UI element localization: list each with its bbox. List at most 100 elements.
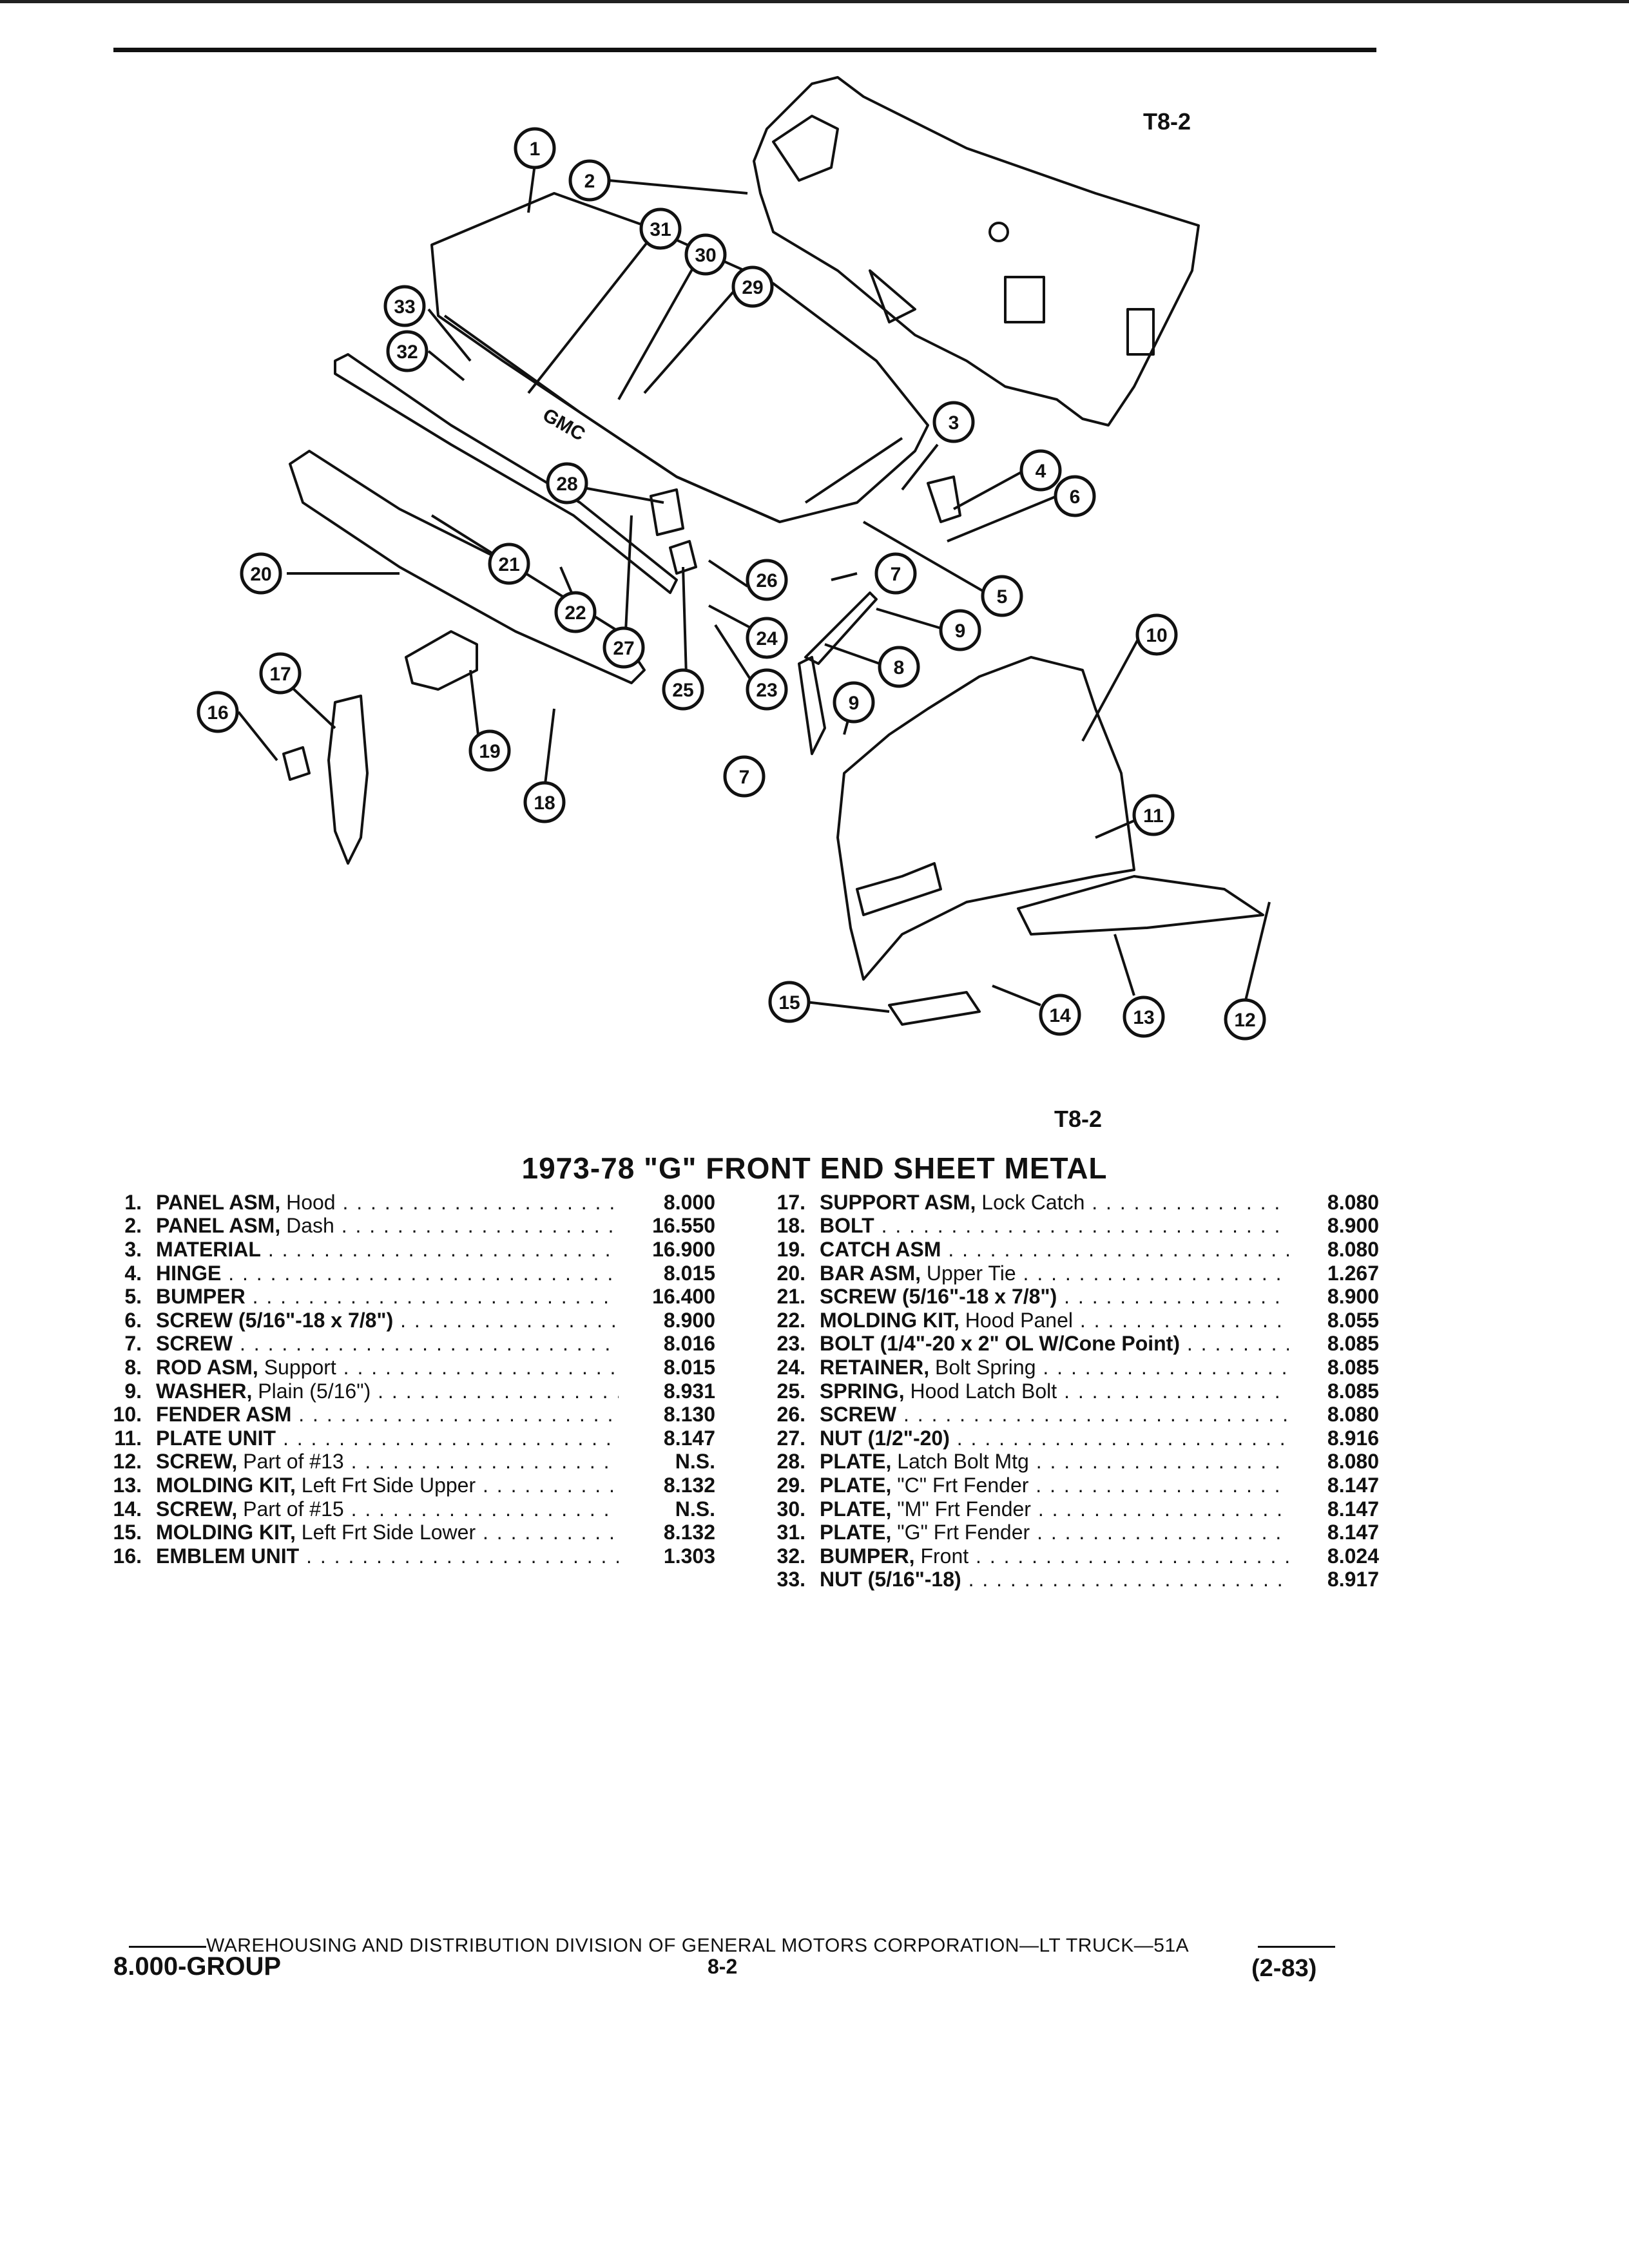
part-name: BUMPER <box>156 1285 246 1309</box>
part-name: SCREW <box>156 1332 233 1356</box>
part-number: 16. <box>113 1544 142 1568</box>
part-name: FENDER ASM <box>156 1403 292 1427</box>
svg-text:16: 16 <box>207 702 228 724</box>
callout-5: 5 <box>981 575 1023 617</box>
part-description: NUT (5/16"-18) <box>820 1568 1289 1591</box>
fender-shape <box>836 656 1135 981</box>
svg-text:20: 20 <box>250 564 271 585</box>
part-number: 18. <box>776 1214 805 1238</box>
callout-19: 19 <box>468 729 511 772</box>
part-name: BAR ASM, <box>820 1261 921 1285</box>
callout-11: 11 <box>1132 794 1175 836</box>
parts-row: 29.PLATE, "C" Frt Fender8.147 <box>760 1474 1379 1497</box>
part-name: SCREW (5/16"-18 x 7/8") <box>820 1285 1057 1309</box>
svg-text:28: 28 <box>556 474 577 495</box>
parts-row: 20.BAR ASM, Upper Tie1.267 <box>760 1262 1379 1285</box>
part-number: 23. <box>776 1332 805 1356</box>
svg-text:4: 4 <box>1036 461 1046 482</box>
part-number: 9. <box>124 1379 142 1403</box>
figure-tag-top: T8-2 <box>1143 108 1191 135</box>
part-name: PLATE, <box>820 1521 892 1544</box>
part-qualifier: Front <box>914 1544 969 1568</box>
group-code-value: 8.132 <box>663 1521 715 1544</box>
svg-text:25: 25 <box>672 680 693 701</box>
part-name: CATCH ASM <box>820 1237 941 1261</box>
svg-text:27: 27 <box>613 638 634 659</box>
part-name: PLATE, <box>820 1450 892 1474</box>
parts-row: 21.SCREW (5/16"-18 x 7/8")8.900 <box>760 1285 1379 1309</box>
part-number: 31. <box>776 1521 805 1544</box>
group-code-value: 8.080 <box>1327 1190 1379 1214</box>
part-description: MATERIAL <box>156 1238 619 1262</box>
group-code-value: 8.147 <box>1327 1497 1379 1521</box>
svg-text:30: 30 <box>695 245 716 266</box>
parts-row: 32.BUMPER, Front8.024 <box>760 1544 1379 1568</box>
hood-molding-shape <box>334 353 678 594</box>
group-code-value: 8.132 <box>663 1473 715 1497</box>
parts-row: 16.EMBLEM UNIT1.303 <box>97 1544 715 1568</box>
figure-tag-bottom: T8-2 <box>1054 1106 1103 1132</box>
group-code-value: 1.267 <box>1327 1261 1379 1285</box>
svg-text:6: 6 <box>1070 486 1081 508</box>
callout-9a: 9 <box>939 609 981 651</box>
callout-30: 30 <box>684 233 727 276</box>
part-qualifier: Support <box>258 1355 336 1379</box>
part-name: SCREW (5/16"-18 x 7/8") <box>156 1308 394 1332</box>
part-description: WASHER, Plain (5/16") <box>156 1379 619 1403</box>
part-number: 7. <box>124 1332 142 1356</box>
group-code-value: 8.931 <box>663 1379 715 1403</box>
part-qualifier: "C" Frt Fender <box>891 1473 1029 1497</box>
parts-row: 10.FENDER ASM8.130 <box>97 1403 715 1427</box>
callout-7b: 7 <box>723 755 766 798</box>
group-code-value: 8.900 <box>663 1308 715 1332</box>
part-description: CATCH ASM <box>820 1238 1289 1262</box>
part-description: RETAINER, Bolt Spring <box>820 1356 1289 1379</box>
group-code-value: 8.147 <box>1327 1473 1379 1497</box>
part-name: NUT (5/16"-18) <box>820 1568 961 1591</box>
group-code-value: 8.015 <box>663 1355 715 1379</box>
part-number: 3. <box>124 1237 142 1261</box>
part-qualifier: Left Frt Side Upper <box>295 1473 476 1497</box>
svg-text:1: 1 <box>530 139 541 160</box>
part-description: PLATE, Latch Bolt Mtg <box>820 1450 1289 1474</box>
svg-text:7: 7 <box>739 767 750 788</box>
group-code-value: 8.055 <box>1327 1308 1379 1332</box>
svg-text:13: 13 <box>1133 1007 1154 1028</box>
callout-10: 10 <box>1135 613 1178 656</box>
part-description: PLATE, "M" Frt Fender <box>820 1497 1289 1521</box>
part-description: NUT (1/2"-20) <box>820 1427 1289 1450</box>
part-qualifier: "G" Frt Fender <box>891 1521 1030 1544</box>
part-number: 33. <box>776 1568 805 1591</box>
svg-text:3: 3 <box>949 412 959 434</box>
part-number: 32. <box>776 1544 805 1568</box>
part-number: 19. <box>776 1237 805 1261</box>
part-number: 25. <box>776 1379 805 1403</box>
group-code-value: 8.147 <box>1327 1521 1379 1544</box>
callout-31: 31 <box>639 207 682 250</box>
part-name: HINGE <box>156 1261 222 1285</box>
group-code-value: N.S. <box>675 1450 715 1474</box>
part-qualifier: Bolt Spring <box>929 1355 1036 1379</box>
part-qualifier: Lock Catch <box>976 1190 1085 1214</box>
svg-text:17: 17 <box>269 664 291 685</box>
part-name: PANEL ASM, <box>156 1190 281 1214</box>
callout-21: 21 <box>488 543 530 585</box>
part-description: BOLT <box>820 1214 1289 1238</box>
part-description: SCREW, Part of #15 <box>156 1497 619 1521</box>
group-code-value: 16.400 <box>652 1285 715 1309</box>
parts-row: 12.SCREW, Part of #13N.S. <box>97 1450 715 1474</box>
part-description: SCREW, Part of #13 <box>156 1450 619 1474</box>
callout-27: 27 <box>602 626 645 669</box>
section-title: 1973-78 "G" FRONT END SHEET METAL <box>521 1151 1108 1185</box>
part-description: ROD ASM, Support <box>156 1356 619 1379</box>
part-description: SUPPORT ASM, Lock Catch <box>820 1191 1289 1215</box>
callout-12: 12 <box>1224 998 1266 1041</box>
svg-text:32: 32 <box>396 341 418 363</box>
group-code-value: 8.130 <box>663 1403 715 1427</box>
callout-14: 14 <box>1039 994 1081 1036</box>
part-name: BOLT (1/4"-20 x 2" OL W/Cone Point) <box>820 1332 1180 1356</box>
part-qualifier: Hood Latch Bolt <box>904 1379 1057 1403</box>
part-number: 6. <box>124 1308 142 1332</box>
part-description: SCREW <box>156 1332 619 1356</box>
